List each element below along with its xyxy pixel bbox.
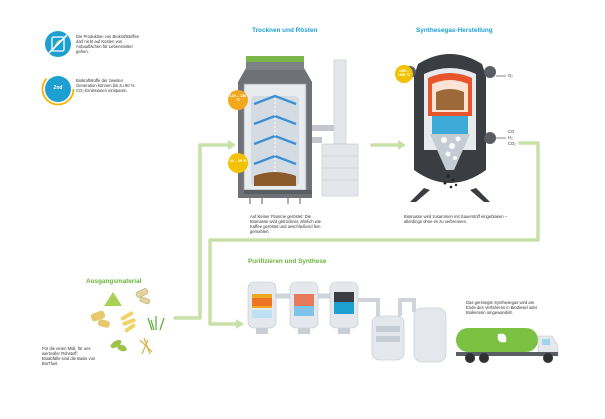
cool-zone bbox=[432, 116, 468, 134]
feedstock-items bbox=[90, 288, 165, 355]
syngas-description: Biomasse wird zusammen mit Sauerstoff ei… bbox=[404, 214, 508, 225]
stage-title-purification: Purifizieren und Synthese bbox=[248, 258, 327, 265]
tank-2 bbox=[289, 281, 319, 334]
stage-title-syngas: Synthesegas-Herstellung bbox=[416, 27, 493, 34]
wood-pieces bbox=[90, 310, 110, 328]
flow-lines bbox=[173, 141, 540, 326]
moisture-badge bbox=[228, 153, 248, 173]
second-generation-badge: 2nd bbox=[53, 85, 63, 91]
label-co: CO bbox=[508, 129, 515, 134]
flow-arrows bbox=[228, 140, 406, 329]
moisture-label: 20 – 35 % bbox=[229, 159, 247, 163]
stage-title-feedstock: Ausgangsmaterial bbox=[86, 278, 142, 285]
dryer-chimney bbox=[306, 59, 359, 197]
info-text-land-use: Die Produktion von Biokraftstoffen darf … bbox=[76, 34, 140, 55]
no-crop-icon bbox=[45, 31, 71, 57]
powder-pile bbox=[104, 292, 122, 306]
leaves bbox=[110, 340, 127, 352]
temperature-badge-gasifier bbox=[395, 65, 413, 83]
tank-5 bbox=[413, 307, 447, 363]
flow-line-feed-to-dryer bbox=[173, 143, 230, 320]
second-generation-icon bbox=[41, 72, 75, 106]
label-o2: O₂ bbox=[508, 73, 513, 78]
flow-line-gasifier-to-purification bbox=[208, 141, 540, 326]
tank-1 bbox=[247, 281, 277, 334]
info-text-co2-savings: Biokraftstoffe der zweiten Generation kö… bbox=[76, 78, 135, 94]
feedstock-description: Für die einen Müll, für uns wertvoller R… bbox=[42, 346, 96, 367]
tanker-truck bbox=[456, 328, 559, 363]
biomass-top bbox=[246, 56, 304, 62]
gasifier-temperature-label: 1400 – 1500 °C bbox=[397, 69, 411, 77]
straw bbox=[120, 311, 136, 333]
dryer-tower bbox=[238, 56, 312, 204]
dry-stalks bbox=[139, 337, 153, 355]
temperature-hot-label: 120 – 150 °C bbox=[229, 94, 247, 103]
wood-chips bbox=[135, 288, 151, 305]
temperature-badge-hot bbox=[228, 90, 248, 110]
label-co2: CO₂ bbox=[508, 141, 516, 146]
label-h2: H₂ bbox=[508, 135, 513, 140]
arrow-head-icon bbox=[228, 140, 236, 150]
tank-3 bbox=[329, 281, 359, 334]
roasted-biomass bbox=[254, 172, 296, 186]
arrow-head-icon bbox=[236, 319, 244, 329]
arrow-head-icon bbox=[398, 140, 406, 150]
gasifier-reactor bbox=[404, 54, 496, 202]
purification-unit bbox=[247, 281, 447, 363]
stage-title-drying: Trocknen und Rösten bbox=[252, 27, 318, 34]
grass bbox=[147, 316, 165, 331]
purification-description: Das gereinigte Synthesegas wird am Ende … bbox=[466, 300, 538, 316]
drying-description: Auf kleiner Flamme geröstet: Die Biomass… bbox=[250, 214, 321, 235]
tank-4 bbox=[371, 315, 405, 361]
